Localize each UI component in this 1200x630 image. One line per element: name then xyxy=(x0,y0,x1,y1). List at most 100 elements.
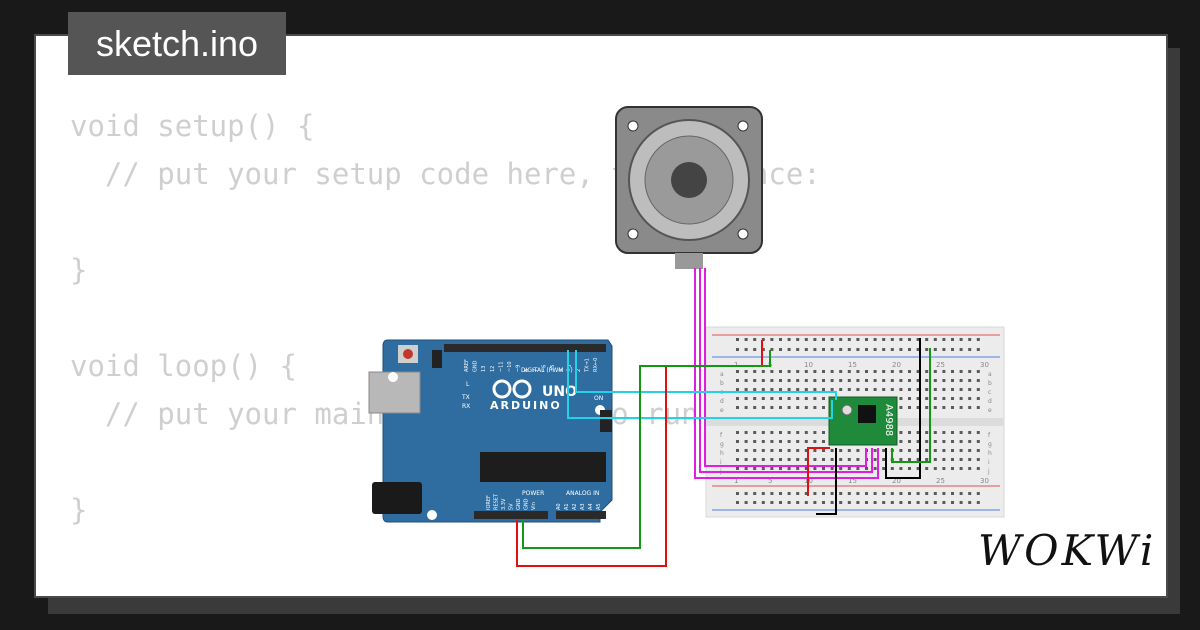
breadboard-hole[interactable] xyxy=(873,348,877,351)
breadboard-hole[interactable] xyxy=(865,370,868,373)
breadboard-hole[interactable] xyxy=(890,388,894,391)
breadboard-hole[interactable] xyxy=(804,440,808,443)
breadboard-hole[interactable] xyxy=(779,449,782,452)
stepper-motor[interactable] xyxy=(615,106,763,269)
power-header[interactable] xyxy=(474,511,548,519)
breadboard-hole[interactable] xyxy=(856,370,860,373)
breadboard-hole[interactable] xyxy=(959,449,963,452)
breadboard-hole[interactable] xyxy=(753,440,757,443)
breadboard-hole[interactable] xyxy=(761,449,765,452)
breadboard-hole[interactable] xyxy=(968,379,972,382)
breadboard-hole[interactable] xyxy=(916,449,920,452)
breadboard-hole[interactable] xyxy=(787,388,791,391)
breadboard-hole[interactable] xyxy=(916,397,920,400)
breadboard-hole[interactable] xyxy=(899,440,903,443)
breadboard-hole[interactable] xyxy=(779,501,782,504)
breadboard-hole[interactable] xyxy=(779,440,782,443)
breadboard-hole[interactable] xyxy=(847,458,851,461)
breadboard-hole[interactable] xyxy=(796,449,800,452)
breadboard-hole[interactable] xyxy=(882,501,886,504)
breadboard-hole[interactable] xyxy=(761,388,765,391)
breadboard-hole[interactable] xyxy=(822,338,825,341)
breadboard-hole[interactable] xyxy=(830,379,834,382)
breadboard-hole[interactable] xyxy=(804,492,808,495)
breadboard-hole[interactable] xyxy=(770,379,774,382)
breadboard-hole[interactable] xyxy=(933,348,937,351)
breadboard-hole[interactable] xyxy=(813,338,817,341)
breadboard-hole[interactable] xyxy=(899,370,903,373)
breadboard-hole[interactable] xyxy=(804,501,808,504)
breadboard-hole[interactable] xyxy=(925,449,929,452)
breadboard-hole[interactable] xyxy=(942,379,946,382)
breadboard-hole[interactable] xyxy=(968,467,972,470)
breadboard-hole[interactable] xyxy=(882,467,886,470)
breadboard-hole[interactable] xyxy=(787,397,791,400)
breadboard-hole[interactable] xyxy=(882,338,886,341)
breadboard-hole[interactable] xyxy=(959,501,963,504)
breadboard-hole[interactable] xyxy=(770,388,774,391)
breadboard-hole[interactable] xyxy=(959,406,963,409)
breadboard-hole[interactable] xyxy=(925,458,929,461)
breadboard-hole[interactable] xyxy=(976,440,980,443)
breadboard-hole[interactable] xyxy=(744,406,748,409)
breadboard-hole[interactable] xyxy=(822,406,825,409)
breadboard-hole[interactable] xyxy=(942,449,946,452)
breadboard-hole[interactable] xyxy=(951,338,954,341)
breadboard-hole[interactable] xyxy=(744,431,748,434)
breadboard-hole[interactable] xyxy=(822,397,825,400)
breadboard-hole[interactable] xyxy=(753,492,757,495)
breadboard-hole[interactable] xyxy=(925,406,929,409)
breadboard-hole[interactable] xyxy=(761,338,765,341)
breadboard-hole[interactable] xyxy=(951,388,954,391)
breadboard-hole[interactable] xyxy=(976,431,980,434)
breadboard-hole[interactable] xyxy=(968,338,972,341)
breadboard-hole[interactable] xyxy=(822,348,825,351)
breadboard-hole[interactable] xyxy=(882,370,886,373)
breadboard-hole[interactable] xyxy=(942,388,946,391)
breadboard-hole[interactable] xyxy=(899,348,903,351)
breadboard-hole[interactable] xyxy=(968,388,972,391)
breadboard-hole[interactable] xyxy=(804,449,808,452)
breadboard-hole[interactable] xyxy=(736,370,739,373)
breadboard-hole[interactable] xyxy=(736,379,739,382)
breadboard-hole[interactable] xyxy=(908,397,911,400)
breadboard-hole[interactable] xyxy=(813,388,817,391)
breadboard-hole[interactable] xyxy=(787,379,791,382)
breadboard-hole[interactable] xyxy=(736,467,739,470)
breadboard-hole[interactable] xyxy=(787,501,791,504)
breadboard-hole[interactable] xyxy=(908,338,911,341)
breadboard-hole[interactable] xyxy=(804,467,808,470)
breadboard-hole[interactable] xyxy=(908,431,911,434)
breadboard-hole[interactable] xyxy=(933,370,937,373)
breadboard-hole[interactable] xyxy=(908,501,911,504)
breadboard-hole[interactable] xyxy=(856,467,860,470)
breadboard-hole[interactable] xyxy=(976,348,980,351)
breadboard-hole[interactable] xyxy=(933,397,937,400)
breadboard-hole[interactable] xyxy=(856,449,860,452)
breadboard-hole[interactable] xyxy=(761,406,765,409)
breadboard-hole[interactable] xyxy=(976,370,980,373)
breadboard-hole[interactable] xyxy=(796,338,800,341)
reset-button-cap[interactable] xyxy=(403,349,413,359)
breadboard-hole[interactable] xyxy=(899,458,903,461)
breadboard-hole[interactable] xyxy=(925,370,929,373)
breadboard-hole[interactable] xyxy=(873,338,877,341)
breadboard-hole[interactable] xyxy=(753,388,757,391)
breadboard-hole[interactable] xyxy=(976,397,980,400)
breadboard-hole[interactable] xyxy=(968,458,972,461)
breadboard-hole[interactable] xyxy=(847,492,851,495)
breadboard-hole[interactable] xyxy=(813,449,817,452)
breadboard-hole[interactable] xyxy=(890,338,894,341)
breadboard-hole[interactable] xyxy=(830,458,834,461)
breadboard-hole[interactable] xyxy=(873,370,877,373)
breadboard-hole[interactable] xyxy=(951,348,954,351)
breadboard-hole[interactable] xyxy=(753,449,757,452)
breadboard-hole[interactable] xyxy=(770,370,774,373)
breadboard-hole[interactable] xyxy=(882,492,886,495)
breadboard-hole[interactable] xyxy=(959,348,963,351)
breadboard-hole[interactable] xyxy=(813,501,817,504)
breadboard-hole[interactable] xyxy=(959,388,963,391)
breadboard-hole[interactable] xyxy=(899,379,903,382)
breadboard-hole[interactable] xyxy=(744,440,748,443)
breadboard-hole[interactable] xyxy=(779,388,782,391)
